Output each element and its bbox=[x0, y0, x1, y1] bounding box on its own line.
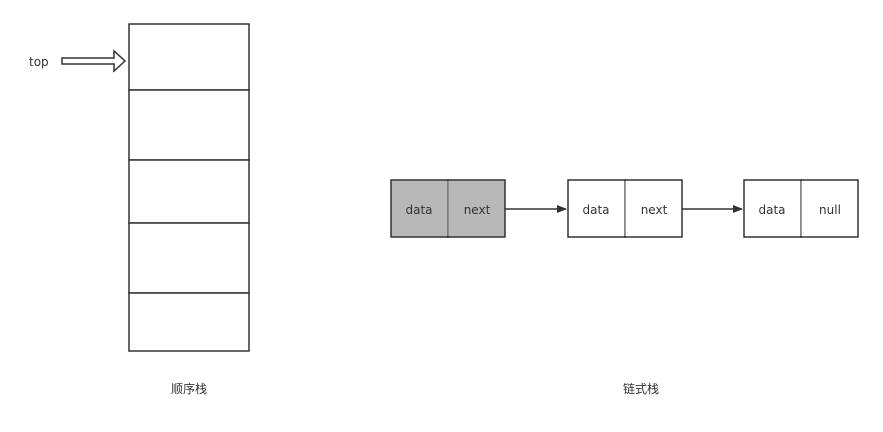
node-data-label: data bbox=[582, 203, 609, 217]
node-data-cell bbox=[390, 179, 449, 238]
stack-cell bbox=[128, 159, 250, 224]
linked-node-2: data next bbox=[567, 179, 683, 238]
sequential-stack: top 顺序栈 bbox=[29, 23, 250, 396]
stack-cell bbox=[128, 292, 250, 352]
stack-cell bbox=[128, 89, 250, 161]
stack-cell bbox=[128, 23, 250, 91]
top-pointer-arrow-icon bbox=[61, 49, 127, 73]
node-next-label: next bbox=[641, 203, 668, 217]
linked-node-1: data next bbox=[390, 179, 506, 238]
node-data-label: data bbox=[758, 203, 785, 217]
top-pointer-label: top bbox=[29, 55, 49, 69]
node-next-label: next bbox=[464, 203, 491, 217]
sequential-stack-caption: 顺序栈 bbox=[171, 381, 207, 396]
node-data-label: data bbox=[405, 203, 432, 217]
node-next-cell bbox=[447, 179, 506, 238]
node-data-cell bbox=[567, 179, 626, 238]
linked-node-3: data null bbox=[743, 179, 859, 238]
stack-cell bbox=[128, 222, 250, 294]
node-next-label: null bbox=[819, 203, 841, 217]
linked-stack: data next data next data null 链式栈 bbox=[390, 179, 859, 396]
linked-stack-caption: 链式栈 bbox=[623, 381, 659, 396]
